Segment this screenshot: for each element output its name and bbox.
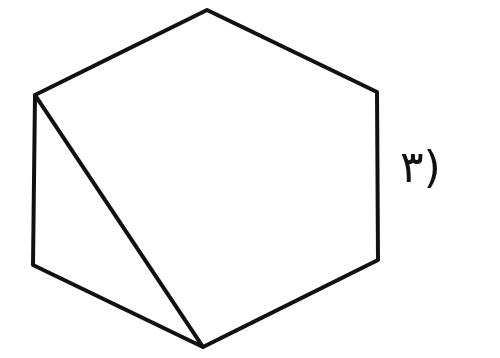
- hexagon-outline: [31, 8, 380, 349]
- diagonal-line: [33, 93, 205, 349]
- figure-number-label: (٣: [400, 142, 441, 193]
